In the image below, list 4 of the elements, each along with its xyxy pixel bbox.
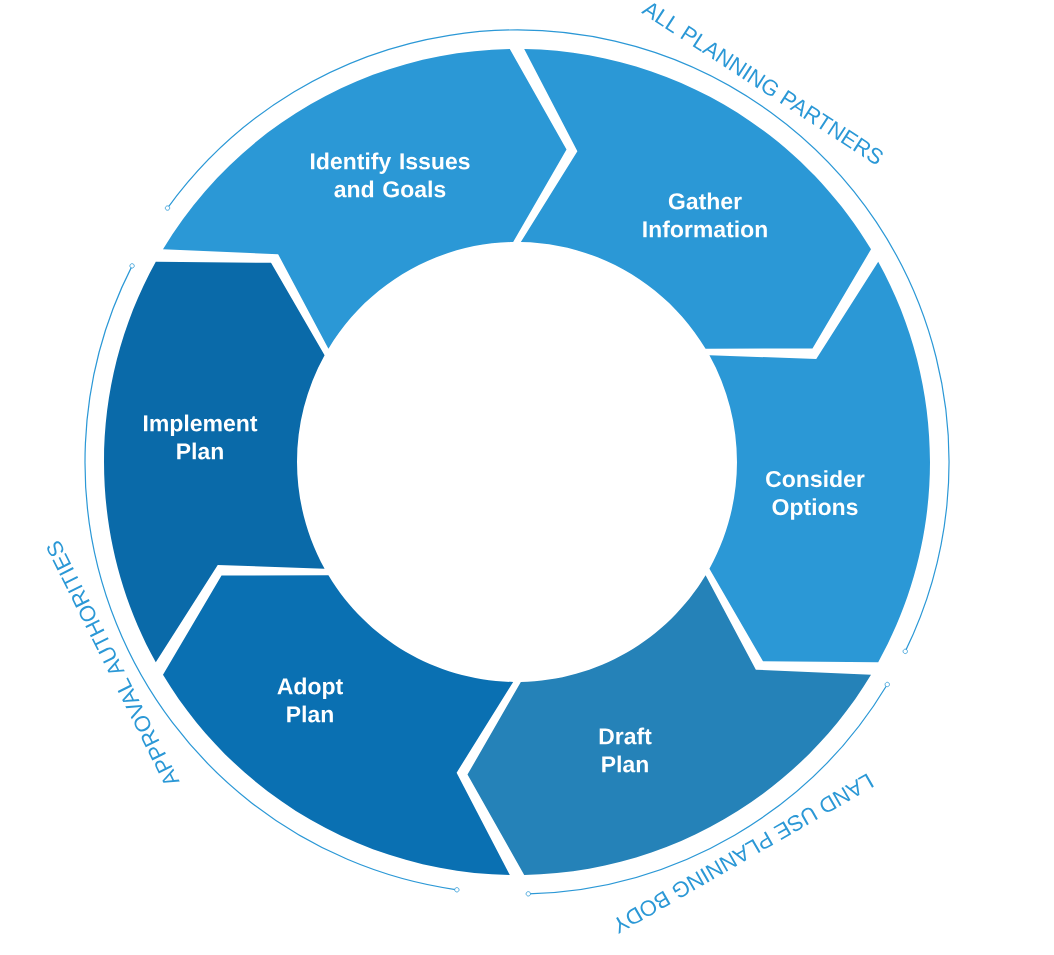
node-label: Gather Information: [643, 192, 767, 238]
cycle-step: Identify Issues and Goals: [163, 49, 567, 349]
cycle-step: Consider Options: [709, 261, 930, 663]
node-label: Consider Options: [766, 470, 865, 520]
